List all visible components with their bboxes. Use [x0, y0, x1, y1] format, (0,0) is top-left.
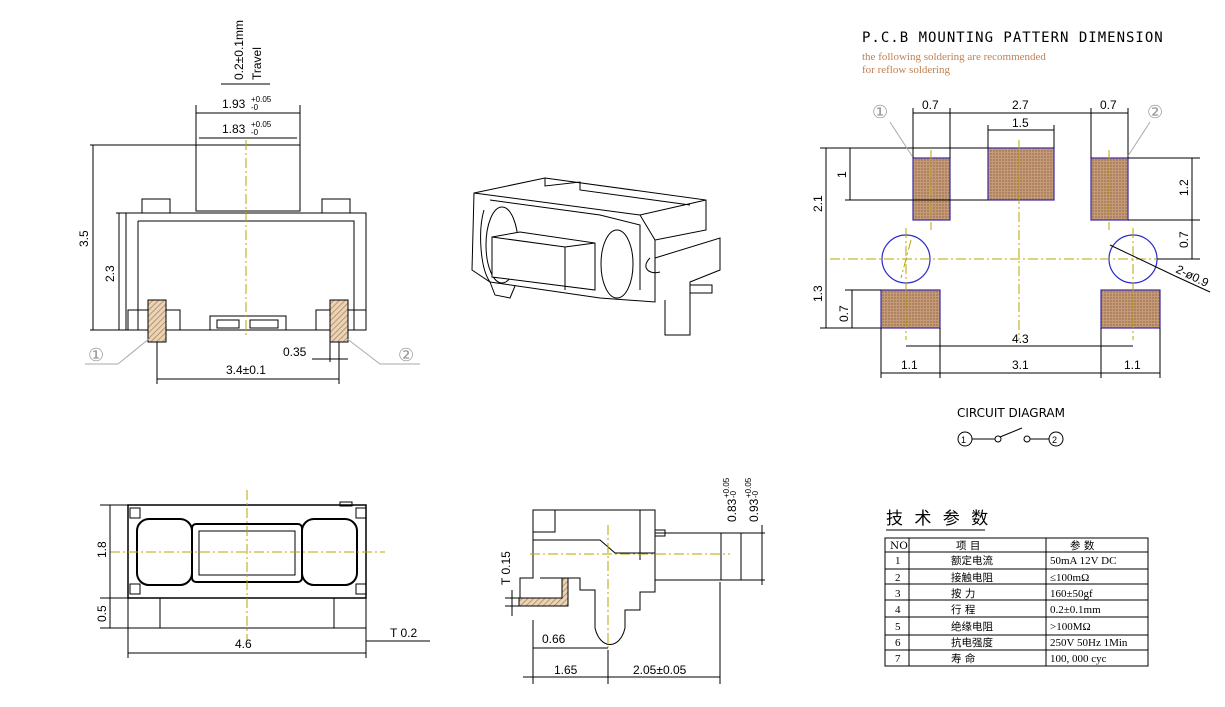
- spec-row-item: 按 力: [951, 587, 975, 600]
- spec-row-value: ≤100mΩ: [1050, 572, 1089, 584]
- spec-row-no: 3: [895, 588, 901, 600]
- circuit-pin1: 1: [961, 435, 966, 445]
- d205-dim: 2.05±0.05: [633, 663, 687, 677]
- spec-row-item: 额定电流: [951, 554, 993, 567]
- t015-dim: T 0.15: [499, 551, 513, 585]
- pcb-note-2: for reflow soldering: [862, 64, 950, 76]
- pin-span-dim: 3.4±0.1: [226, 363, 266, 377]
- height-18-dim: 1.8: [95, 541, 109, 558]
- spec-row-item: 绝缘电阻: [951, 620, 993, 633]
- spec-row-item: 接触电阻: [951, 571, 993, 584]
- thickness-dim: T 0.2: [390, 626, 417, 640]
- pcb-height-21-dim: 2.1: [811, 195, 825, 212]
- spec-row-value: 50mA 12V DC: [1050, 555, 1116, 567]
- side-view: T 0.15 0.83 +0.05 -0 0.93 +0.05 -0 0.66 …: [499, 477, 765, 684]
- spec-row-no: 7: [895, 653, 901, 665]
- d165-dim: 1.65: [554, 663, 578, 677]
- spec-row-no: 2: [895, 572, 901, 584]
- width-46-dim: 4.6: [235, 637, 252, 651]
- spec-row-value: 0.2±0.1mm: [1050, 604, 1101, 616]
- top-width-tol2: -0: [251, 103, 259, 112]
- travel-value: 0.2±0.1mm: [232, 20, 246, 80]
- pcb-bot-mid-dim: 3.1: [1012, 358, 1029, 372]
- front-view: 0.2±0.1mm Travel 1.93 +0.05 -0 1.83 +0.0…: [77, 20, 420, 384]
- spec-row: 6 抗电强度 250V 50Hz 1Min: [895, 636, 1128, 649]
- height-total-dim: 3.5: [77, 230, 91, 247]
- pin2-hatch: [329, 299, 349, 343]
- pcb-hole-dim: 2-ø0.9: [1174, 262, 1212, 290]
- spec-row-item: 抗电强度: [951, 636, 993, 649]
- inner-width-tol: +0.05: [251, 120, 272, 129]
- side-pin-hatch: [518, 577, 569, 607]
- pcb-pattern: P.C.B MOUNTING PATTERN DIMENSION the fol…: [811, 30, 1211, 378]
- pin-gap-dim: 0.35: [283, 345, 307, 359]
- bottom-view: 1.8 0.5 4.6 T 0.2: [95, 490, 430, 658]
- spec-row-no: 6: [895, 637, 901, 649]
- pcb-pin2: ②: [1147, 102, 1163, 122]
- d083-dim: 0.83: [725, 498, 739, 522]
- pcb-title: P.C.B MOUNTING PATTERN DIMENSION: [862, 30, 1164, 46]
- pcb-top-mid-dim: 2.7: [1012, 98, 1029, 112]
- spec-row: 3 按 力 160±50gf: [895, 587, 1093, 600]
- pad-3: [880, 289, 941, 329]
- d093-dim: 0.93: [747, 498, 761, 522]
- spec-header-no: NO: [890, 540, 908, 552]
- circuit-title: CIRCUIT DIAGRAM: [957, 406, 1065, 420]
- spec-row: 5 绝缘电阻 >100MΩ: [895, 620, 1091, 633]
- pcb-top-right-dim: 0.7: [1100, 98, 1117, 112]
- d093-tol2: -0: [751, 490, 760, 498]
- pcb-height-07-dim: 0.7: [837, 305, 851, 322]
- circuit-diagram: CIRCUIT DIAGRAM 1 2: [957, 406, 1065, 447]
- spec-row-value: 100, 000 cyc: [1050, 653, 1107, 665]
- pad-4: [1100, 289, 1161, 329]
- height-05-dim: 0.5: [95, 605, 109, 622]
- height-body-dim: 2.3: [103, 265, 117, 282]
- travel-label: Travel: [250, 47, 264, 80]
- pin1-hatch: [147, 299, 167, 343]
- circuit-pin2: 2: [1052, 435, 1057, 445]
- spec-row: 7 寿 命 100, 000 cyc: [895, 652, 1107, 665]
- d066-dim: 0.66: [542, 632, 566, 646]
- spec-row: 2 接触电阻 ≤100mΩ: [895, 571, 1089, 584]
- spec-row-no: 1: [895, 555, 901, 567]
- pin1-label: ①: [88, 345, 104, 365]
- d083-tol: +0.05: [722, 477, 731, 498]
- pad-center: [987, 147, 1055, 201]
- pcb-height-13-dim: 1.3: [811, 285, 825, 302]
- pcb-right-07-dim: 0.7: [1177, 231, 1191, 248]
- inner-width-dim: 1.83: [222, 122, 246, 136]
- spec-row-value: 160±50gf: [1050, 588, 1093, 600]
- pcb-pin1: ①: [872, 102, 888, 122]
- pcb-note-1: the following soldering are recommended: [862, 51, 1046, 63]
- pcb-top-left-dim: 0.7: [922, 98, 939, 112]
- pcb-center-pad-dim: 1.5: [1012, 116, 1029, 130]
- isometric-view: [471, 177, 721, 336]
- pcb-bot-left-dim: 1.1: [901, 358, 918, 372]
- top-width-tol: +0.05: [251, 95, 272, 104]
- spec-title: 技 术 参 数: [886, 509, 991, 529]
- spec-row-no: 4: [895, 604, 901, 616]
- pcb-right-12-dim: 1.2: [1177, 179, 1191, 196]
- pcb-pad-h-dim: 1: [835, 171, 849, 178]
- inner-width-tol2: -0: [251, 128, 259, 137]
- pin2-label: ②: [398, 345, 414, 365]
- pcb-bot-right-dim: 1.1: [1124, 358, 1141, 372]
- spec-row: 1 额定电流 50mA 12V DC: [895, 554, 1116, 567]
- d083-tol2: -0: [729, 490, 738, 498]
- spec-header-item: 项 目: [956, 540, 980, 552]
- spec-row-value: >100MΩ: [1050, 621, 1091, 633]
- spec-header-param: 参 数: [1070, 539, 1095, 552]
- pcb-span-43-dim: 4.3: [1012, 332, 1029, 346]
- spec-row-item: 寿 命: [951, 652, 976, 665]
- spec-row-no: 5: [895, 621, 901, 633]
- top-width-dim: 1.93: [222, 97, 246, 111]
- spec-row: 4 行 程 0.2±0.1mm: [895, 603, 1101, 616]
- d093-tol: +0.05: [744, 477, 753, 498]
- spec-table: 技 术 参 数 NO 项 目 参 数 1 额定电流 50mA 12V DC 2 …: [884, 509, 1149, 667]
- spec-row-value: 250V 50Hz 1Min: [1050, 637, 1128, 649]
- spec-row-item: 行 程: [951, 603, 976, 616]
